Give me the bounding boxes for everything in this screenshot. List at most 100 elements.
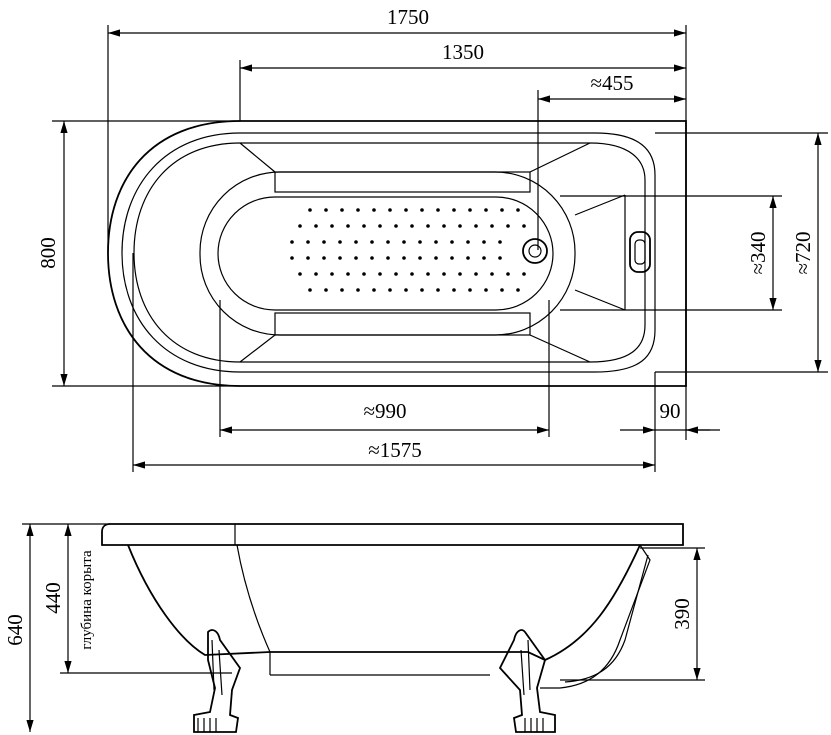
jet-dot	[354, 240, 358, 244]
jet-dot	[522, 224, 526, 228]
jet-dot	[290, 240, 294, 244]
side-bowl	[127, 544, 641, 661]
jet-dot	[404, 288, 408, 292]
jet-dot	[426, 224, 430, 228]
jet-dot	[388, 288, 392, 292]
jet-dot	[442, 272, 446, 276]
dim-1575: ≈1575	[368, 438, 422, 462]
jet-dot	[324, 208, 328, 212]
jet-dot	[402, 256, 406, 260]
jet-dot	[466, 240, 470, 244]
dim-90: 90	[660, 399, 681, 423]
jet-dot	[458, 224, 462, 228]
leg-right	[498, 629, 556, 733]
jet-dot	[330, 224, 334, 228]
jet-dot	[394, 272, 398, 276]
jet-dot	[378, 272, 382, 276]
dim-340: ≈340	[746, 231, 770, 274]
jet-dot	[506, 272, 510, 276]
top-view: 1750 1350 ≈455 800 ≈340 ≈720 ≈990 90 ≈15…	[36, 5, 828, 472]
jet-dot	[402, 240, 406, 244]
jet-dot	[356, 208, 360, 212]
dim-1350: 1350	[442, 40, 484, 64]
dim-455: ≈455	[590, 71, 633, 95]
jet-dot	[484, 208, 488, 212]
dim-lines	[60, 29, 822, 469]
jet-dot	[372, 208, 376, 212]
jet-dot	[324, 288, 328, 292]
jet-dot	[386, 256, 390, 260]
jet-dot	[434, 240, 438, 244]
jet-dot	[426, 272, 430, 276]
side-rim	[101, 523, 684, 546]
dim-640: 640	[3, 614, 27, 646]
dim-390: 390	[670, 598, 694, 630]
jet-dot	[346, 272, 350, 276]
jet-dot	[372, 288, 376, 292]
jet-dot	[418, 240, 422, 244]
jet-dot	[306, 256, 310, 260]
jet-dot	[356, 288, 360, 292]
jet-dot	[386, 240, 390, 244]
jet-dot	[346, 224, 350, 228]
overflow-icon	[629, 231, 651, 273]
jet-dot	[474, 224, 478, 228]
jet-dot	[482, 256, 486, 260]
jet-dot	[362, 272, 366, 276]
jet-dot	[452, 208, 456, 212]
jet-dot	[482, 240, 486, 244]
jet-dot	[322, 240, 326, 244]
bowl-floor	[217, 196, 554, 311]
jet-dot	[340, 208, 344, 212]
jet-dot	[378, 224, 382, 228]
jet-dot	[420, 288, 424, 292]
jet-dot	[298, 224, 302, 228]
jet-dot	[452, 288, 456, 292]
jet-dot	[506, 224, 510, 228]
jet-dot	[474, 272, 478, 276]
jet-dot	[516, 288, 520, 292]
side-view: 640 440 глубина корыта 390	[3, 523, 705, 733]
jet-dot	[434, 256, 438, 260]
jet-dot	[450, 256, 454, 260]
jet-dot	[442, 224, 446, 228]
jet-dot	[338, 240, 342, 244]
dim-720: ≈720	[791, 231, 815, 274]
jet-dot	[340, 288, 344, 292]
jet-dot	[388, 208, 392, 212]
jet-dot	[466, 256, 470, 260]
jet-dot	[308, 288, 312, 292]
jet-dot	[314, 272, 318, 276]
jet-dot	[410, 272, 414, 276]
jet-dot	[420, 208, 424, 212]
jet-dot	[308, 208, 312, 212]
jet-dot	[410, 224, 414, 228]
jet-dot	[362, 224, 366, 228]
leg-left	[193, 629, 242, 733]
jet-dot	[418, 256, 422, 260]
jet-dot	[370, 240, 374, 244]
jet-dot	[500, 208, 504, 212]
jet-dot	[290, 256, 294, 260]
jet-dot	[394, 224, 398, 228]
jet-dot	[468, 288, 472, 292]
jet-dot	[322, 256, 326, 260]
drain-icon	[522, 238, 548, 264]
jet-dot	[370, 256, 374, 260]
jet-dot	[306, 240, 310, 244]
massage-jets	[290, 208, 526, 292]
jet-dot	[522, 272, 526, 276]
jet-dot	[436, 208, 440, 212]
jet-dot	[338, 256, 342, 260]
jet-dot	[468, 208, 472, 212]
jet-dot	[298, 272, 302, 276]
jet-dot	[516, 208, 520, 212]
jet-dot	[314, 224, 318, 228]
jet-dot	[498, 240, 502, 244]
jet-dot	[484, 288, 488, 292]
dim-990: ≈990	[363, 399, 406, 423]
jet-dot	[490, 272, 494, 276]
dim-440: 440	[41, 582, 65, 614]
tub-depth-label: глубина корыта	[79, 550, 95, 650]
